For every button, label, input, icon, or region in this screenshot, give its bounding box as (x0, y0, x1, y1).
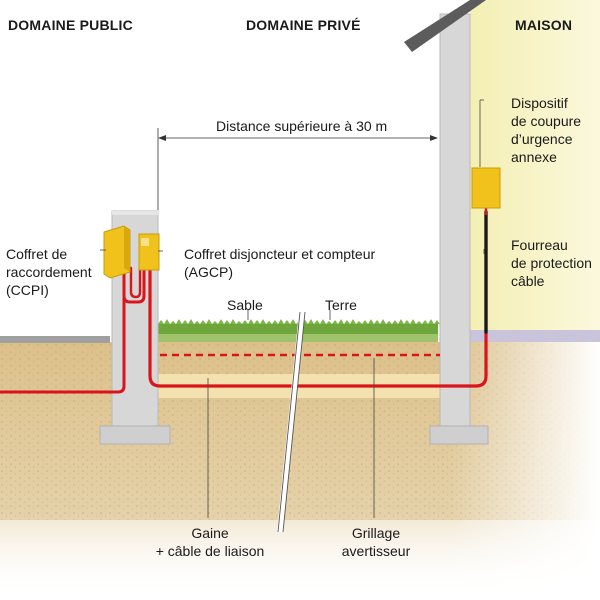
leader-lines (100, 99, 485, 518)
label-agcp: Coffret disjoncteur et compteur (AGCP) (184, 246, 376, 280)
label-sable: Sable (227, 297, 263, 313)
header-private-domain: DOMAINE PRIVÉ (246, 17, 361, 33)
public-ground (0, 336, 110, 343)
label-cable-conduit: Fourreau de protection câble (511, 237, 592, 289)
label-terre: Terre (325, 297, 357, 313)
label-distance: Distance supérieure à 30 m (216, 118, 388, 134)
roof (404, 0, 486, 52)
label-sheath-cable: Gaine + câble de liaison (155, 525, 265, 559)
house-post (429, 13, 489, 445)
label-warning-mesh: Grillage avertisseur (341, 525, 411, 559)
label-ccpi: Coffret de raccordement (CCPI) (6, 246, 92, 298)
header-public-domain: DOMAINE PUBLIC (8, 17, 133, 33)
section-break (277, 311, 305, 533)
ccpi-box (103, 225, 131, 279)
emergency-cutoff-box (471, 167, 501, 209)
agcp-box (138, 233, 160, 271)
header-house: MAISON (515, 17, 573, 33)
house-floor (470, 330, 600, 342)
section-break-lines (277, 311, 306, 533)
distance-indicator (157, 128, 438, 210)
label-emergency-cutoff: Dispositif de coupure d’urgence annexe (511, 95, 582, 165)
